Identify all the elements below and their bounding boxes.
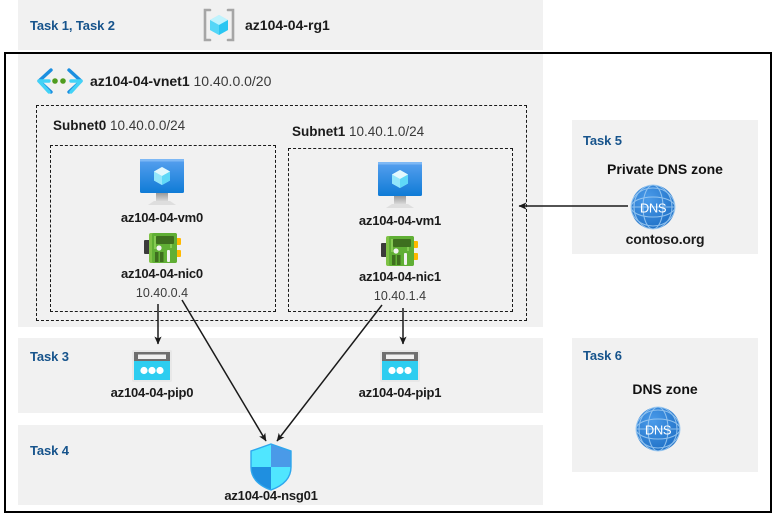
resource-group-header-panel <box>18 0 543 50</box>
task3-panel <box>18 338 543 413</box>
nic0-ip: 10.40.0.4 <box>135 286 189 300</box>
vnet-cidr: 10.40.0.0/20 <box>193 73 272 89</box>
pip1-label: az104-04-pip1 <box>358 385 442 400</box>
subnet1-name: Subnet1 <box>292 124 346 139</box>
subnet1-title: Subnet1 10.40.1.0/24 <box>292 124 424 139</box>
public-ip-address-icon <box>131 348 173 384</box>
subnet0-box <box>50 145 276 312</box>
pip0-label: az104-04-pip0 <box>110 385 194 400</box>
dns-zone-title: DNS zone <box>632 381 698 397</box>
task-label-3: Task 3 <box>30 349 69 364</box>
virtual-machine-icon <box>134 157 190 209</box>
nic1-ip: 10.40.1.4 <box>373 289 427 303</box>
subnet1-cidr: 10.40.1.0/24 <box>349 124 425 139</box>
vm0-label: az104-04-vm0 <box>120 210 204 225</box>
vnet-title: az104-04-vnet1 10.40.0.0/20 <box>90 73 271 89</box>
task-label-4: Task 4 <box>30 443 69 458</box>
nic0-label: az104-04-nic0 <box>121 266 203 281</box>
resource-group-icon <box>200 6 238 44</box>
task-label-6: Task 6 <box>583 348 622 363</box>
svg-text:DNS: DNS <box>640 201 667 216</box>
network-security-group-icon <box>249 443 293 491</box>
subnet0-cidr: 10.40.0.0/24 <box>110 118 186 133</box>
virtual-network-icon <box>36 68 84 94</box>
nic1-label: az104-04-nic1 <box>359 269 441 284</box>
dns-zone-icon: DNS <box>630 184 676 230</box>
public-ip-address-icon <box>379 348 421 384</box>
nsg-label: az104-04-nsg01 <box>224 488 318 503</box>
dns-zone-icon: DNS <box>635 406 681 452</box>
vnet-panel <box>18 54 543 327</box>
subnet1-box <box>288 148 513 312</box>
subnet0-name: Subnet0 <box>53 118 107 133</box>
resource-group-name: az104-04-rg1 <box>245 17 330 33</box>
subnet0-title: Subnet0 10.40.0.0/24 <box>53 118 185 133</box>
vnet-name: az104-04-vnet1 <box>90 73 190 89</box>
private-dns-zone-title: Private DNS zone <box>607 161 723 177</box>
private-dns-zone-name: contoso.org <box>625 231 705 247</box>
vm1-label: az104-04-vm1 <box>358 213 442 228</box>
task5-panel <box>572 120 758 254</box>
network-interface-icon <box>144 230 182 266</box>
task-label-1-2: Task 1, Task 2 <box>30 18 115 33</box>
network-interface-icon <box>381 233 419 269</box>
virtual-machine-icon <box>372 160 428 212</box>
svg-text:DNS: DNS <box>645 423 672 438</box>
task-label-5: Task 5 <box>583 133 622 148</box>
diagram-outer-frame <box>4 52 772 513</box>
